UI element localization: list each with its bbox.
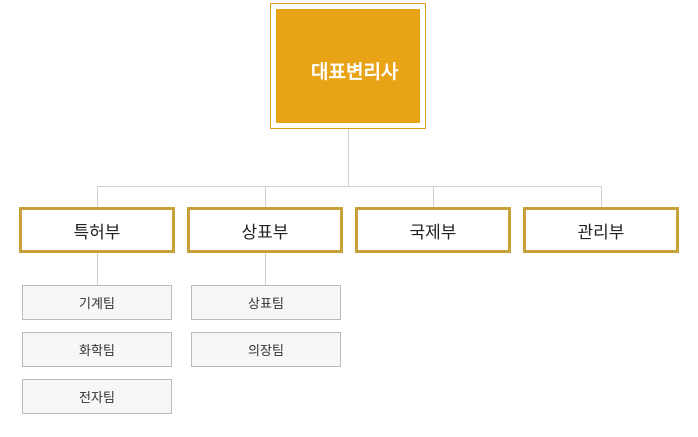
team-node: 기계팀 [22, 285, 172, 320]
connector-dept-4 [601, 186, 602, 208]
team-node: 의장팀 [191, 332, 341, 367]
connector-teams-1 [97, 253, 98, 286]
dept-label: 특허부 [73, 222, 121, 243]
connector-horizontal [97, 186, 602, 187]
top-node-fill: 대표변리사 [276, 9, 420, 123]
team-label: 전자팀 [79, 391, 115, 406]
dept-label: 상표부 [241, 222, 289, 243]
connector-teams-2 [265, 253, 266, 286]
team-node: 상표팀 [191, 285, 341, 320]
dept-node-patent: 특허부 [19, 207, 175, 253]
connector-dept-2 [265, 186, 266, 208]
team-node: 화학팀 [22, 332, 172, 367]
dept-node-trademark: 상표부 [187, 207, 343, 253]
team-label: 의장팀 [248, 344, 284, 359]
dept-node-international: 국제부 [355, 207, 511, 253]
top-node: 대표변리사 [270, 3, 426, 129]
connector-top-vertical [348, 129, 349, 186]
dept-node-management: 관리부 [523, 207, 679, 253]
connector-dept-1 [97, 186, 98, 208]
top-node-label: 대표변리사 [311, 61, 399, 83]
team-label: 화학팀 [79, 344, 115, 359]
connector-dept-3 [433, 186, 434, 208]
team-label: 상표팀 [248, 297, 284, 312]
dept-label: 국제부 [409, 222, 457, 243]
dept-label: 관리부 [577, 222, 625, 243]
team-node: 전자팀 [22, 379, 172, 414]
team-label: 기계팀 [79, 297, 115, 312]
